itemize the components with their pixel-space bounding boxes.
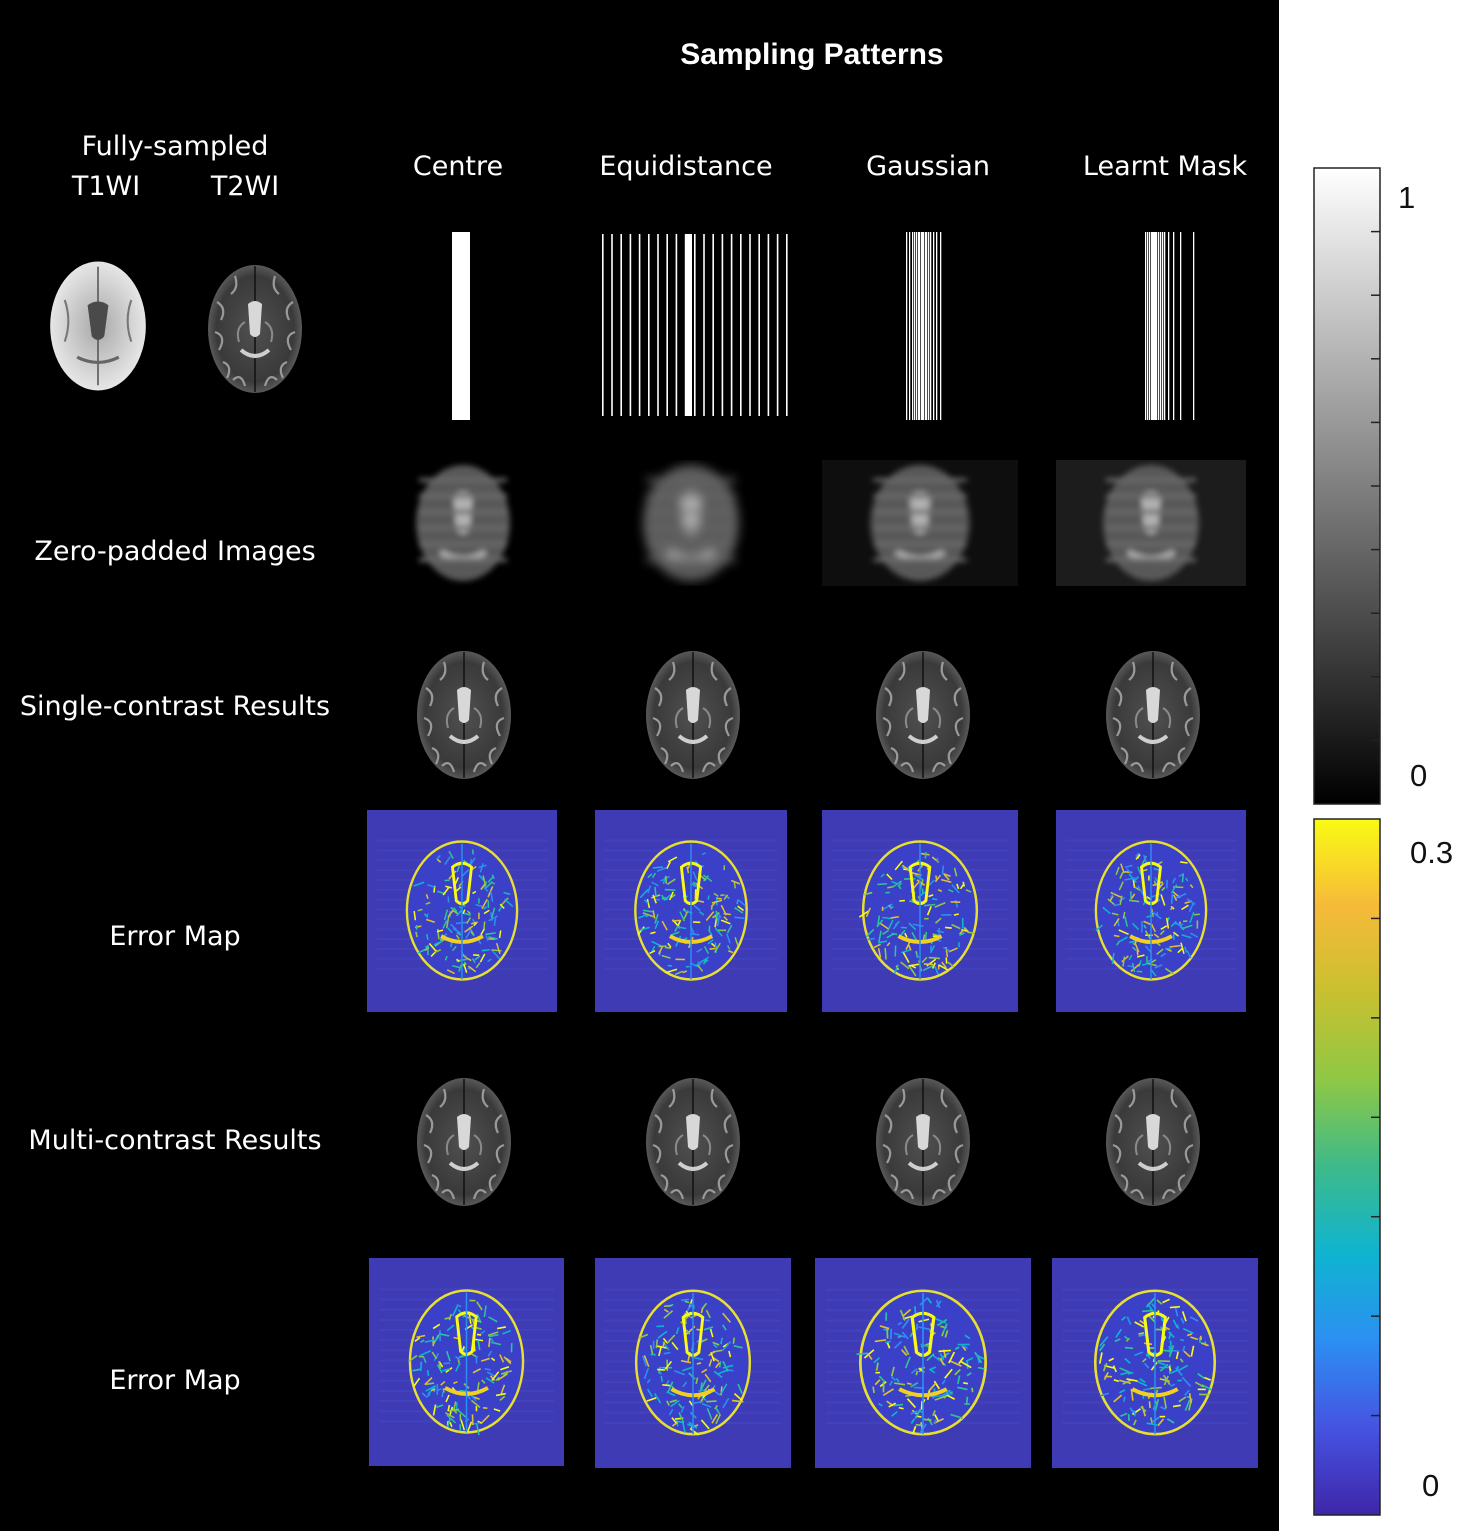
column-header-gaussian: Gaussian [866, 151, 990, 182]
single-contrast-learnt [1103, 648, 1203, 782]
column-header-learnt-mask: Learnt Mask [1082, 151, 1248, 182]
row-label-zero-padded: Zero-padded Images [34, 536, 316, 567]
grayscale-colorbar [1313, 167, 1381, 805]
parula-colorbar [1313, 818, 1381, 1516]
mask-centre [440, 228, 484, 424]
column-header-equidistance: Equidistance [599, 151, 773, 182]
header-fully-sampled: Fully-sampled [81, 131, 269, 162]
t2wi-brain-image [205, 262, 305, 396]
mask-equidistance [598, 232, 794, 418]
error-map-multi-gaussian [815, 1258, 1031, 1468]
column-header-centre: Centre [412, 151, 504, 182]
parula-colorbar-min-label: 0 [1422, 1468, 1440, 1503]
zero-padded-equidistance [596, 460, 786, 586]
multi-contrast-gaussian [873, 1075, 973, 1209]
single-contrast-equidistance [643, 648, 743, 782]
zero-padded-learnt [1056, 460, 1246, 586]
error-map-single-equidistance [595, 810, 787, 1012]
grayscale-colorbar-min-label: 0 [1410, 758, 1428, 793]
mask-learnt [1138, 230, 1198, 422]
error-map-multi-equidistance [595, 1258, 791, 1468]
t1wi-brain-image [46, 258, 150, 394]
multi-contrast-centre [414, 1075, 514, 1209]
single-contrast-centre [414, 648, 514, 782]
zero-padded-gaussian [822, 460, 1018, 586]
header-t1wi: T1WI [71, 171, 141, 202]
zero-padded-centre [370, 460, 556, 586]
figure-panel: Sampling Patterns Fully-sampled T1WI T2W… [0, 0, 1279, 1531]
multi-contrast-learnt [1103, 1075, 1203, 1209]
row-label-single-contrast: Single-contrast Results [19, 691, 331, 722]
error-map-multi-learnt [1052, 1258, 1258, 1468]
multi-contrast-equidistance [643, 1075, 743, 1209]
parula-colorbar-max-label: 0.3 [1410, 835, 1454, 870]
error-map-single-centre [367, 810, 557, 1012]
error-map-single-gaussian [822, 810, 1018, 1012]
error-map-multi-centre [369, 1258, 564, 1466]
grayscale-colorbar-max-label: 1 [1398, 180, 1416, 215]
row-label-error-map-1: Error Map [109, 921, 241, 952]
figure-title: Sampling Patterns [680, 38, 944, 71]
row-label-error-map-2: Error Map [109, 1365, 241, 1396]
mask-gaussian [900, 230, 946, 422]
single-contrast-gaussian [873, 648, 973, 782]
row-label-multi-contrast: Multi-contrast Results [28, 1125, 322, 1156]
error-map-single-learnt [1056, 810, 1246, 1012]
header-t2wi: T2WI [210, 171, 280, 202]
